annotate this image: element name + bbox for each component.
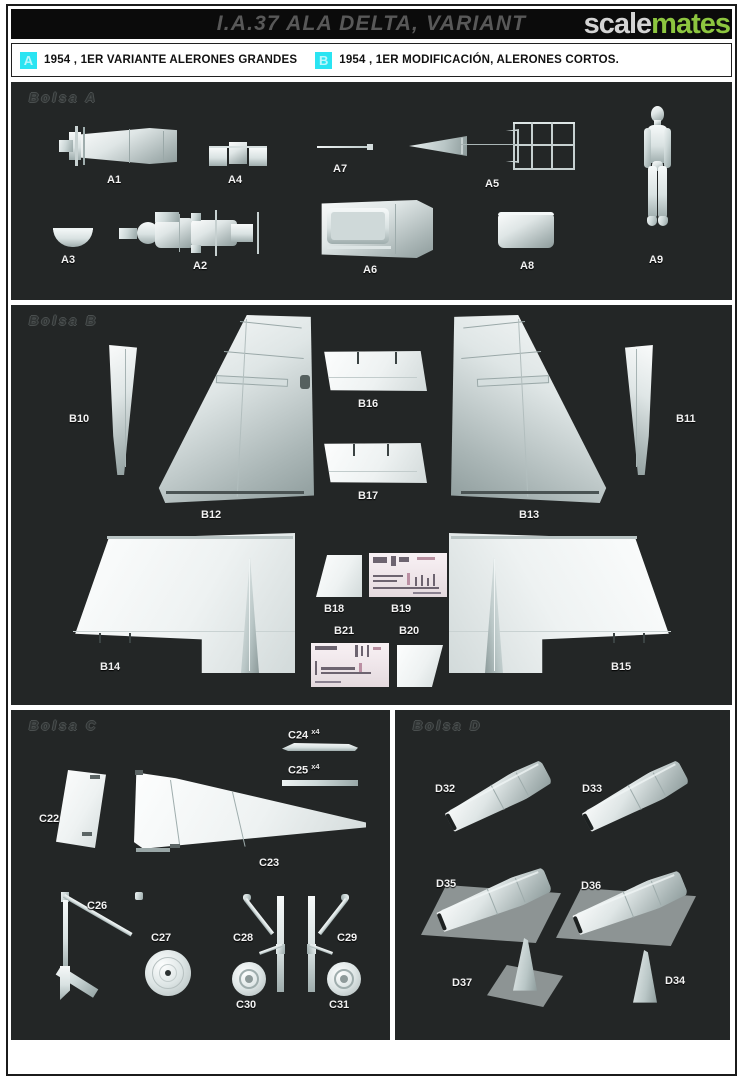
part-art-c23 xyxy=(134,770,366,852)
part-label-a2: A2 xyxy=(193,260,208,272)
part-label-c30: C30 xyxy=(236,999,257,1011)
scalemates-watermark: scalemates xyxy=(583,9,731,39)
part-art-b21 xyxy=(311,643,389,687)
bag-label-d: Bolsa D xyxy=(413,718,483,733)
variant-badge-b: B xyxy=(315,51,333,69)
part-label-b18: B18 xyxy=(324,603,345,615)
part-label-b21: B21 xyxy=(334,625,355,637)
part-label-d35: D35 xyxy=(436,878,457,890)
part-art-c31 xyxy=(327,962,361,996)
part-label-b16: B16 xyxy=(358,398,379,410)
part-art-b16 xyxy=(321,351,427,391)
part-qty-c25: x4 xyxy=(311,762,320,771)
part-art-d33 xyxy=(567,735,703,859)
bag-panel-d: Bolsa D D32 D33 xyxy=(395,710,730,1040)
part-label-c22: C22 xyxy=(39,813,60,825)
part-label-c31: C31 xyxy=(329,999,350,1011)
part-label-b13: B13 xyxy=(519,509,540,521)
part-label-b19: B19 xyxy=(391,603,412,615)
legend-label-b: 1954 , 1ER MODIFICACIÓN, ALERONES CORTOS… xyxy=(339,54,620,66)
part-art-b12 xyxy=(154,315,314,503)
part-art-b11 xyxy=(625,345,659,475)
part-art-d37 xyxy=(513,938,537,991)
part-art-d35 xyxy=(425,843,560,955)
part-art-a7 xyxy=(317,144,373,151)
part-label-a8: A8 xyxy=(520,260,535,272)
part-art-c30 xyxy=(232,962,266,996)
watermark-mates-text: mates xyxy=(651,9,731,39)
part-art-b10 xyxy=(103,345,137,475)
part-art-c24 xyxy=(282,743,358,753)
part-art-b13 xyxy=(451,315,611,503)
part-label-b14: B14 xyxy=(100,661,121,673)
watermark-scale-text: scale xyxy=(583,9,653,39)
part-art-c25 xyxy=(282,779,358,787)
part-label-d33: D33 xyxy=(582,783,603,795)
legend-label-a: 1954 , 1ER VARIANTE ALERONES GRANDES xyxy=(44,54,298,66)
part-art-c26 xyxy=(55,888,147,1000)
part-art-d32 xyxy=(430,735,566,859)
title-bar: I.A.37 ALA DELTA, VARIANT scalemates xyxy=(11,9,732,39)
part-art-b19 xyxy=(369,553,447,597)
part-art-b17 xyxy=(321,443,427,483)
part-art-b15 xyxy=(449,533,671,673)
part-label-c23: C23 xyxy=(259,857,280,869)
part-label-a6: A6 xyxy=(363,264,378,276)
variant-badge-a: A xyxy=(20,51,37,69)
part-label-a1: A1 xyxy=(107,174,122,186)
part-label-a7: A7 xyxy=(333,163,348,175)
part-art-b14 xyxy=(73,533,295,673)
part-label-b15: B15 xyxy=(611,661,632,673)
part-label-b12: B12 xyxy=(201,509,222,521)
part-art-a9 xyxy=(639,106,675,246)
part-label-b11: B11 xyxy=(676,413,696,425)
part-label-a5: A5 xyxy=(485,178,500,190)
bag-panel-b: Bolsa B B10 B12 B16 xyxy=(11,305,732,705)
part-label-a3: A3 xyxy=(61,254,76,266)
part-qty-c24: x4 xyxy=(311,727,320,736)
variant-legend: A 1954 , 1ER VARIANTE ALERONES GRANDES B… xyxy=(11,43,732,77)
part-art-d34 xyxy=(633,950,657,1003)
part-label-d36: D36 xyxy=(581,880,602,892)
instruction-sheet: I.A.37 ALA DELTA, VARIANT scalemates A 1… xyxy=(6,4,737,1076)
bag-panel-a: Bolsa A A1 A4 A7 xyxy=(11,82,732,300)
part-label-b20: B20 xyxy=(399,625,420,637)
part-label-c28: C28 xyxy=(233,932,254,944)
part-label-a4: A4 xyxy=(228,174,243,186)
part-art-a6 xyxy=(317,200,433,258)
part-label-d32: D32 xyxy=(435,783,456,795)
part-art-c22 xyxy=(56,770,106,848)
part-label-a9: A9 xyxy=(649,254,664,266)
part-art-c27 xyxy=(145,950,191,996)
legend-entry-a: A 1954 , 1ER VARIANTE ALERONES GRANDES xyxy=(20,51,298,69)
part-art-a8 xyxy=(498,212,554,248)
part-label-c27: C27 xyxy=(151,932,172,944)
legend-entry-b: B 1954 , 1ER MODIFICACIÓN, ALERONES CORT… xyxy=(315,51,620,69)
part-label-d37: D37 xyxy=(452,977,473,989)
part-label-c29: C29 xyxy=(337,932,358,944)
part-art-c28 xyxy=(241,892,295,996)
part-label-b10: B10 xyxy=(69,413,90,425)
part-art-a4 xyxy=(209,140,269,168)
bag-label-c: Bolsa C xyxy=(29,718,99,733)
page-title: I.A.37 ALA DELTA, VARIANT xyxy=(216,12,527,35)
bag-label-b: Bolsa B xyxy=(29,313,99,328)
part-art-b20 xyxy=(397,645,443,687)
part-art-d36 xyxy=(561,846,696,958)
part-art-a1 xyxy=(59,126,179,166)
part-label-b17: B17 xyxy=(358,490,379,502)
part-art-a2 xyxy=(119,210,271,256)
part-label-d34: D34 xyxy=(665,975,686,987)
part-label-c26: C26 xyxy=(87,900,108,912)
bag-label-a: Bolsa A xyxy=(29,90,98,105)
part-art-a5 xyxy=(409,120,579,172)
part-art-a3 xyxy=(53,228,93,248)
part-art-b18 xyxy=(316,555,362,597)
